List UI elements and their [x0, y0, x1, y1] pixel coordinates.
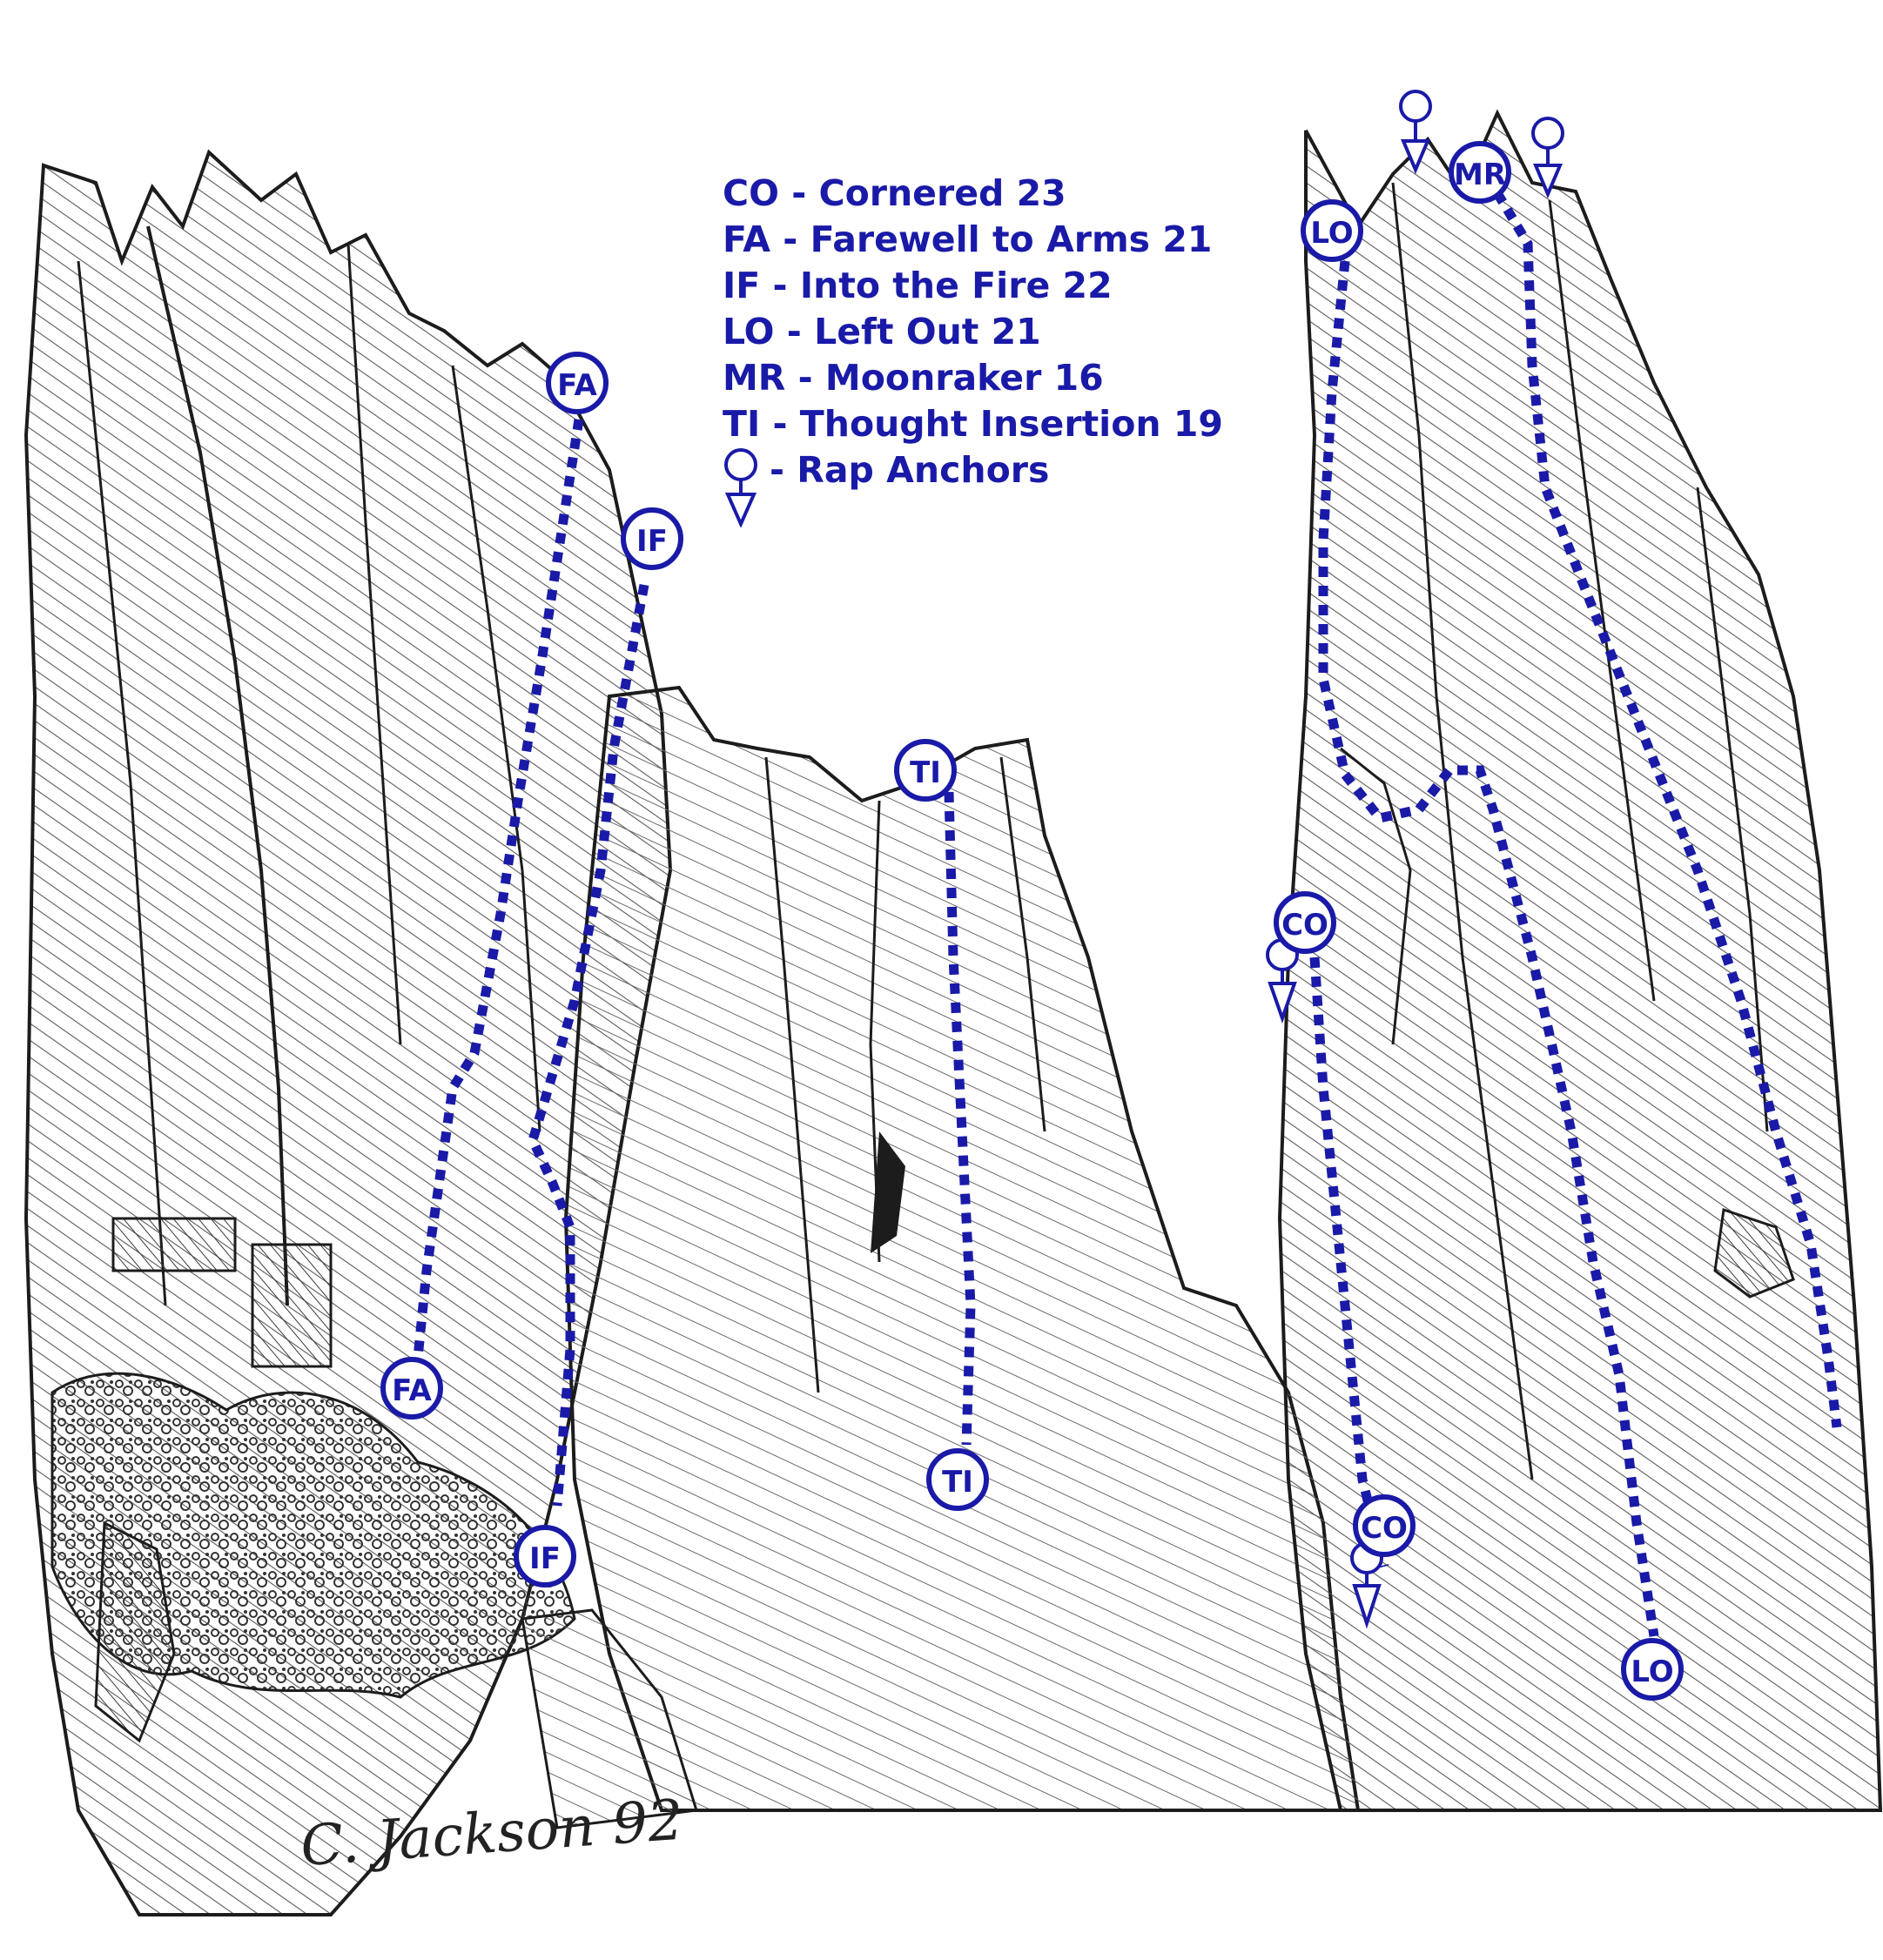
route-lines [413, 191, 1842, 1637]
legend-item-lo: LO - Left Out 21 [723, 311, 1041, 352]
route-badge-label: LO [1310, 216, 1353, 251]
rap-anchor-icon [1399, 90, 1432, 175]
route-badge-co-bottom: CO [1353, 1494, 1416, 1557]
route-badge-ti-top: TI [894, 739, 957, 802]
route-badge-lo-bottom: LO [1621, 1638, 1684, 1701]
route-badge-fa-bottom: FA [380, 1357, 443, 1420]
route-badge-label: MR [1454, 158, 1506, 192]
route-badges: FA FA IF IF TI TI LO LO [380, 141, 1684, 1701]
route-badge-if-bottom: IF [514, 1525, 576, 1587]
bushes-foreground [50, 1372, 698, 1829]
route-line-mr [1493, 191, 1842, 1428]
legend-item-mr: MR - Moonraker 16 [723, 357, 1104, 399]
rock-middle-tower [563, 685, 1361, 1812]
route-badge-mr: MR [1449, 141, 1511, 204]
route-legend: CO - Cornered 23 FA - Farewell to Arms 2… [723, 171, 1223, 527]
route-badge-co-top: CO [1274, 891, 1336, 954]
route-badge-label: TI [910, 755, 941, 790]
rap-anchor-icon [1531, 117, 1564, 199]
route-badge-ti-bottom: TI [926, 1448, 989, 1511]
legend-item-ti: TI - Thought Insertion 19 [723, 403, 1223, 445]
route-badge-label: CO [1281, 908, 1328, 943]
route-line-fa [413, 419, 584, 1359]
legend-item-co: CO - Cornered 23 [723, 172, 1066, 214]
route-badge-label: FA [557, 368, 597, 403]
route-badge-label: LO [1631, 1655, 1673, 1689]
route-badge-lo-top: LO [1301, 199, 1363, 262]
legend-item-rap-anchors: - Rap Anchors [723, 447, 1223, 527]
route-badge-label: IF [529, 1541, 561, 1576]
route-line-co [1309, 957, 1389, 1568]
rock-right-tower [1277, 109, 1883, 1812]
route-line-ti [944, 791, 976, 1446]
legend-anchor-label: - Rap Anchors [770, 449, 1050, 491]
route-badge-label: TI [942, 1465, 973, 1500]
route-badge-label: CO [1361, 1511, 1408, 1546]
legend-item-fa: FA - Farewell to Arms 21 [723, 218, 1213, 260]
route-line-lo [1318, 260, 1659, 1637]
legend-item-if: IF - Into the Fire 22 [723, 265, 1113, 306]
route-badge-label: IF [636, 524, 668, 559]
route-badge-fa-top: FA [546, 352, 609, 414]
route-badge-if-top: IF [621, 507, 683, 570]
route-badge-label: FA [392, 1373, 432, 1408]
rap-anchor-icon [724, 448, 757, 527]
